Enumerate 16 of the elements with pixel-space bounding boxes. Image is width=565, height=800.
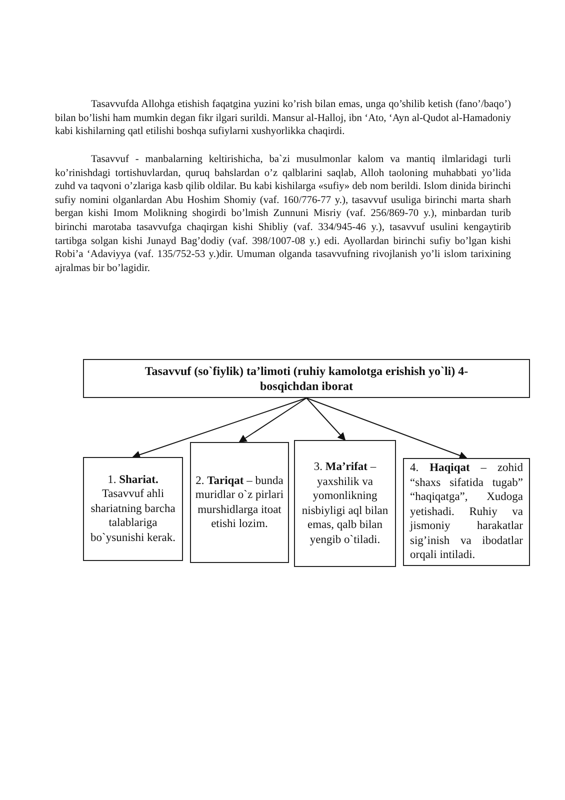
paragraph: Tasavvufda Allohga etishish faqatgina yuzini ko’rish bilan emas, unga qo’shilib ketish (fano’/baqo’) bilan bo’lishi ham mumkin degan fikr ilgari surildi. Mansur al-Halloj, ibn ‘Ato, ‘Ayn al-Qudot al-Hamadoniy kabi kishilarning qatl etilishi boshqa sufiylarni xushyorlikka chaqirdi. <box>55 98 511 139</box>
stage-text: 1. Shariat. Tasavvuf ahli shariatning barcha talablariga bo`ysunishi kerak. <box>90 472 176 546</box>
stage-text: 2. Tariqat – bunda muridlar o`z pirlari murshidlarga itoat etishi lozim. <box>194 474 285 532</box>
stage-box <box>403 458 530 566</box>
stage-box <box>294 440 396 567</box>
stage-text: 3. Ma’rifat – yaxshilik va yomonlikning nisbiyligi aql bilan emas, qalb bilan yengib o`tiladi. <box>300 460 390 547</box>
stage-box <box>83 457 183 561</box>
heading-text: Tasavvuf (so`fiylik) ta’limoti (ruhiy kamolotga erishish yo`li) 4-bosqichdan iborat <box>144 364 469 394</box>
paragraph: Tasavvuf - manbalarning keltirishicha, ba`zi musulmonlar kalom va mantiq ilmlaridagi turli ko’rinishdagi tortishuvlardan, quruq bahslardan o’z qalblarini saqlab, Alloh taoloning muhabbati yo’lida zuhd va taqvoni o’zlariga kasb qilib oldilar. Bu kabi kishilarga «sufiy» deb nom berildi. Islom dinida birinchi sufiy nomini olganlardan Abu Hoshim Shomiy (vaf. 160/776-77 y.), tasavvuf usuliga birinchi marta sharh bergan kishi Imom Molikning shogirdi bo’lmish Zunnuni Misriy (vaf. 256/869-70 y.), minbardan turib birinchi marotaba tasavvufga chaqirgan kishi Shibliy (vaf. 334/945-46 y.), tasavvuf usulini kengaytirib tartibga solgan kishi Junayd Bag’dodiy (vaf. 398/1007-08 y.) edi. Ayollardan birinchi sufiy bo’lgan kishi Robi’a ‘Adaviyya (vaf. 135/752-53 y.)dir. Umuman olganda tasavvufning rivojlanish yo’li islom tarixining ajralmas bir bo’lagidir. <box>55 153 511 276</box>
arrow <box>132 398 307 459</box>
arrow <box>306 398 346 441</box>
arrow <box>306 398 468 460</box>
title-box <box>83 359 530 398</box>
stage-text: 4. Haqiqat – zohid “shaxs sifatida tugab” “haqiqatga”, Xudoga yetishadi. Ruhiy va jismoniy harakatlar sig’inish va ibodatlar orqali intiladi. <box>410 461 523 563</box>
stage-box <box>190 442 289 563</box>
arrow <box>238 398 307 443</box>
